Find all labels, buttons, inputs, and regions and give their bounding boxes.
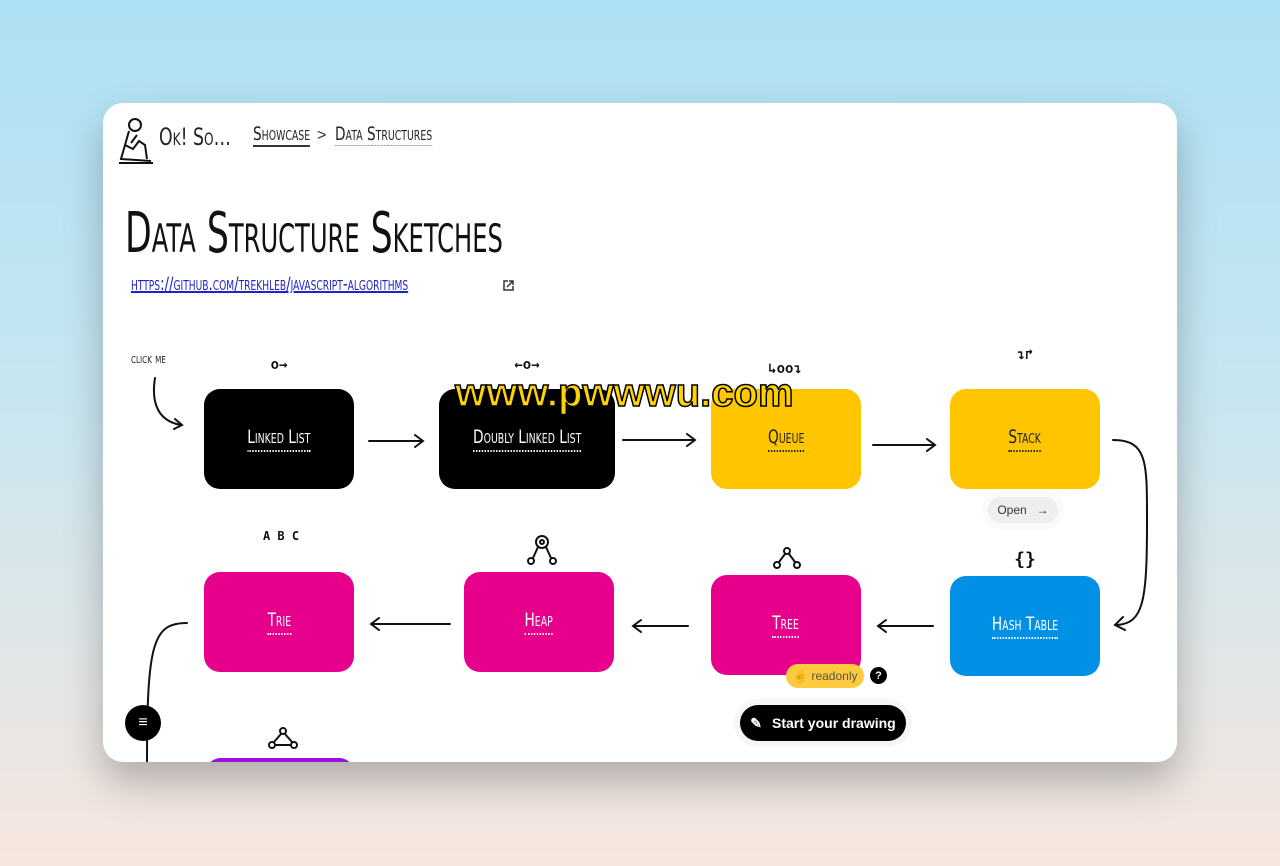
node-trie[interactable]: Trie bbox=[204, 572, 354, 672]
node-doubly-linked-list[interactable]: Doubly Linked List bbox=[439, 389, 615, 489]
page-title: Data Structure Sketches bbox=[125, 201, 503, 266]
node-tree[interactable]: Tree bbox=[711, 575, 861, 675]
start-drawing-button[interactable]: ✎ Start your drawing bbox=[740, 705, 906, 741]
doubly-linked-list-icon: ←o→ bbox=[514, 357, 540, 373]
open-label: Open bbox=[997, 503, 1027, 517]
linked-list-icon: o→ bbox=[270, 357, 288, 373]
github-link[interactable]: https://github.com/trekhleb/javascript-a… bbox=[131, 273, 409, 295]
breadcrumb-showcase[interactable]: Showcase bbox=[253, 123, 311, 147]
graph-icon bbox=[268, 727, 298, 749]
readonly-badge: ☝readonly bbox=[786, 664, 864, 688]
help-button[interactable]: ? bbox=[870, 667, 887, 684]
queue-icon: ↳oo↴ bbox=[768, 361, 802, 377]
watermark: www.pwwwu.com bbox=[454, 370, 794, 416]
hand-icon: ☝ bbox=[792, 669, 808, 683]
click-me-hint: click me bbox=[131, 351, 166, 367]
node-label: Heap bbox=[524, 609, 554, 635]
pencil-icon: ✎ bbox=[750, 714, 763, 731]
readonly-label: readonly bbox=[811, 669, 858, 683]
node-label: Doubly Linked List bbox=[472, 426, 582, 452]
node-label: Linked List bbox=[247, 426, 311, 452]
heap-icon bbox=[527, 535, 557, 565]
node-partial[interactable] bbox=[205, 758, 355, 762]
node-label: Trie bbox=[267, 609, 291, 635]
menu-button[interactable]: ≡ bbox=[125, 705, 161, 741]
node-linked-list[interactable]: Linked List bbox=[204, 389, 354, 489]
open-button[interactable]: Open → bbox=[988, 497, 1058, 523]
page-card: Ok! So… Showcase > Data Structures Data … bbox=[103, 103, 1177, 762]
node-label: Tree bbox=[772, 612, 800, 638]
breadcrumb-current: Data Structures bbox=[335, 123, 433, 146]
node-label: Queue bbox=[767, 426, 805, 452]
external-link-icon[interactable] bbox=[502, 279, 515, 292]
arrow-right-icon: → bbox=[1036, 503, 1049, 517]
trie-icon: A B C bbox=[262, 529, 300, 543]
logo-text[interactable]: Ok! So… bbox=[159, 123, 231, 151]
node-heap[interactable]: Heap bbox=[464, 572, 614, 672]
thinker-logo-icon[interactable] bbox=[117, 115, 157, 167]
hamburger-icon: ≡ bbox=[138, 714, 148, 731]
node-label: Stack bbox=[1008, 426, 1042, 452]
node-queue[interactable]: Queue bbox=[711, 389, 861, 489]
node-label: Hash Table bbox=[991, 613, 1059, 639]
breadcrumb-separator: > bbox=[317, 127, 327, 144]
node-hash-table[interactable]: Hash Table bbox=[950, 576, 1100, 676]
tree-icon bbox=[773, 547, 801, 569]
braces-icon: {} bbox=[1014, 549, 1036, 570]
start-drawing-label: Start your drawing bbox=[772, 715, 896, 731]
stack-icon: ↴↱ bbox=[1016, 347, 1034, 363]
node-stack[interactable]: Stack bbox=[950, 389, 1100, 489]
